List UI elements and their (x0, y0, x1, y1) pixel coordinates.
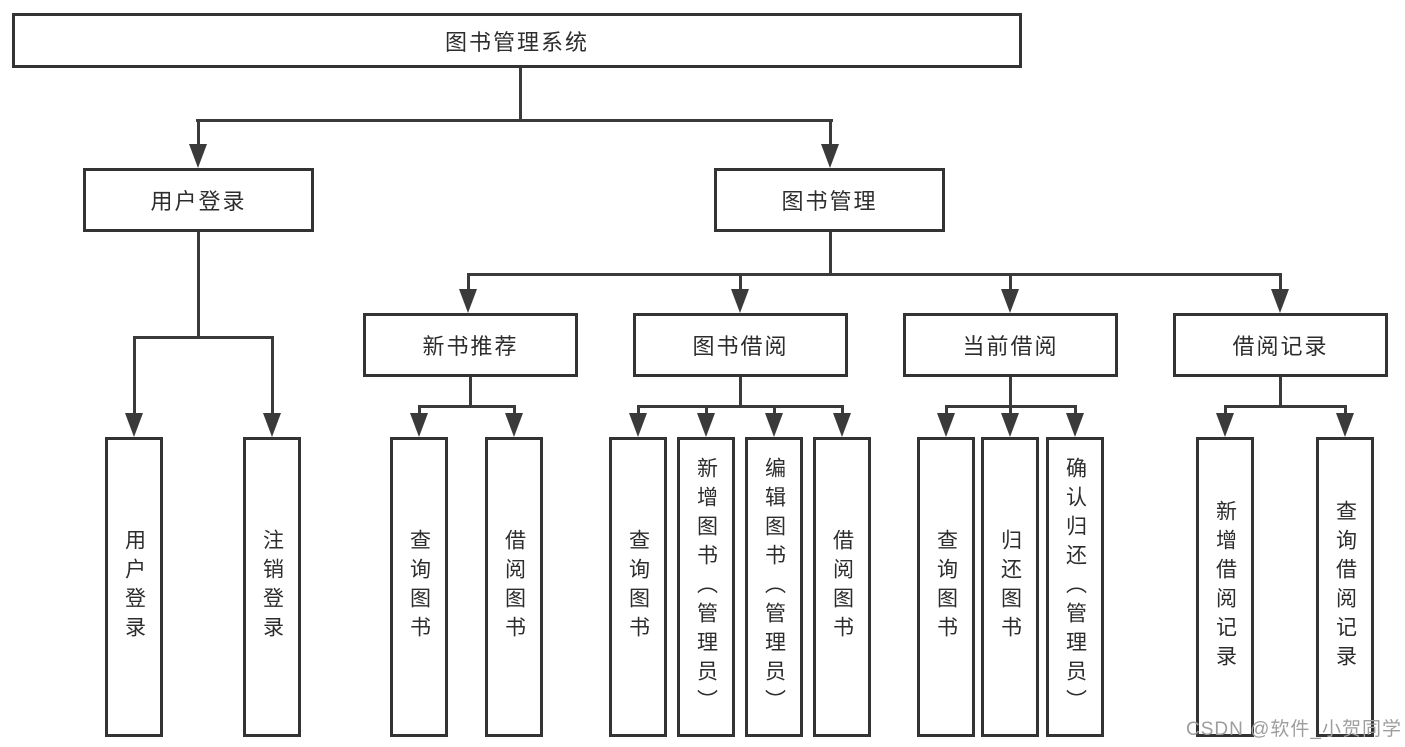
connector-line (133, 336, 136, 415)
leaf-query-books-1: 查询图书 (390, 437, 448, 737)
connector-line (739, 273, 742, 291)
arrow-down-icon (1216, 413, 1234, 437)
node-label: 查询图书 (407, 529, 431, 645)
leaf-borrow-books-1: 借阅图书 (485, 437, 543, 737)
arrow-down-icon (821, 144, 839, 168)
arrow-down-icon (1001, 413, 1019, 437)
connector-line (1009, 377, 1012, 405)
node-label: 借阅记录 (1232, 334, 1329, 359)
arrow-down-icon (937, 413, 955, 437)
connector-line (133, 336, 273, 339)
leaf-user-login: 用户登录 (105, 437, 163, 737)
node-label: 查询借阅记录 (1333, 500, 1357, 674)
connector-line (1279, 273, 1282, 291)
node-label: 确认归还（管理员） (1063, 456, 1087, 718)
leaf-borrow-books-2: 借阅图书 (813, 437, 871, 737)
arrow-down-icon (765, 413, 783, 437)
connector-line (1279, 377, 1282, 405)
node-label: 新增图书（管理员） (694, 456, 718, 718)
arrow-down-icon (833, 413, 851, 437)
node-label: 借阅图书 (830, 529, 854, 645)
node-borrow-records: 借阅记录 (1173, 313, 1388, 377)
node-label: 查询图书 (934, 529, 958, 645)
connector-line (1344, 405, 1347, 416)
csdn-watermark: CSDN @软件_小贺同学 (1186, 719, 1402, 740)
connector-line (1224, 405, 1346, 408)
arrow-down-icon (189, 144, 207, 168)
node-label: 用户登录 (122, 529, 146, 645)
leaf-logout: 注销登录 (243, 437, 301, 737)
connector-line (467, 273, 1282, 276)
node-label: 当前借阅 (962, 334, 1059, 359)
leaf-add-borrow-record: 新增借阅记录 (1196, 437, 1254, 737)
node-label: 图书管理系统 (444, 29, 589, 55)
connector-line (519, 68, 522, 119)
connector-line (271, 336, 274, 415)
arrow-down-icon (731, 289, 749, 313)
node-label: 图书管理 (781, 189, 878, 214)
connector-line (945, 405, 948, 416)
connector-line (197, 119, 200, 148)
node-label: 借阅图书 (502, 529, 526, 645)
leaf-add-book-admin: 新增图书（管理员） (677, 437, 735, 737)
leaf-return-book: 归还图书 (981, 437, 1039, 737)
leaf-confirm-return-admin: 确认归还（管理员） (1046, 437, 1104, 737)
node-label: 查询图书 (626, 529, 650, 645)
connector-line (829, 232, 832, 273)
node-book-management: 图书管理 (714, 168, 945, 232)
arrow-down-icon (1336, 413, 1354, 437)
arrow-down-icon (629, 413, 647, 437)
node-label: 注销登录 (260, 529, 284, 645)
connector-line (739, 377, 742, 405)
leaf-query-books-2: 查询图书 (609, 437, 667, 737)
arrow-down-icon (697, 413, 715, 437)
connector-line (197, 232, 200, 336)
arrow-down-icon (459, 289, 477, 313)
connector-line (1224, 405, 1227, 416)
arrow-down-icon (410, 413, 428, 437)
node-user-login: 用户登录 (83, 168, 314, 232)
connector-line (1009, 405, 1012, 416)
connector-line (637, 405, 843, 408)
connector-line (1074, 405, 1077, 416)
connector-line (829, 119, 832, 148)
arrow-down-icon (1271, 289, 1289, 313)
connector-line (773, 405, 776, 416)
connector-line (418, 405, 421, 416)
arrow-down-icon (1066, 413, 1084, 437)
node-label: 新增借阅记录 (1213, 500, 1237, 674)
node-label: 图书借阅 (692, 334, 789, 359)
node-new-book-recommend: 新书推荐 (363, 313, 578, 377)
node-label: 新书推荐 (422, 334, 519, 359)
node-library-system: 图书管理系统 (12, 13, 1022, 68)
node-book-borrow: 图书借阅 (633, 313, 848, 377)
node-current-borrow: 当前借阅 (903, 313, 1118, 377)
connector-line (1009, 273, 1012, 291)
connector-line (196, 119, 833, 122)
connector-line (513, 405, 516, 416)
arrow-down-icon (505, 413, 523, 437)
arrow-down-icon (125, 413, 143, 437)
node-label: 编辑图书（管理员） (762, 456, 786, 718)
connector-line (467, 273, 470, 291)
node-label: 归还图书 (998, 529, 1022, 645)
leaf-edit-book-admin: 编辑图书（管理员） (745, 437, 803, 737)
leaf-query-borrow-record: 查询借阅记录 (1316, 437, 1374, 737)
arrow-down-icon (1001, 289, 1019, 313)
leaf-query-books-3: 查询图书 (917, 437, 975, 737)
connector-line (705, 405, 708, 416)
connector-line (469, 377, 472, 405)
node-label: 用户登录 (150, 189, 247, 214)
arrow-down-icon (263, 413, 281, 437)
connector-line (637, 405, 640, 416)
connector-line (841, 405, 844, 416)
connector-line (418, 405, 516, 408)
